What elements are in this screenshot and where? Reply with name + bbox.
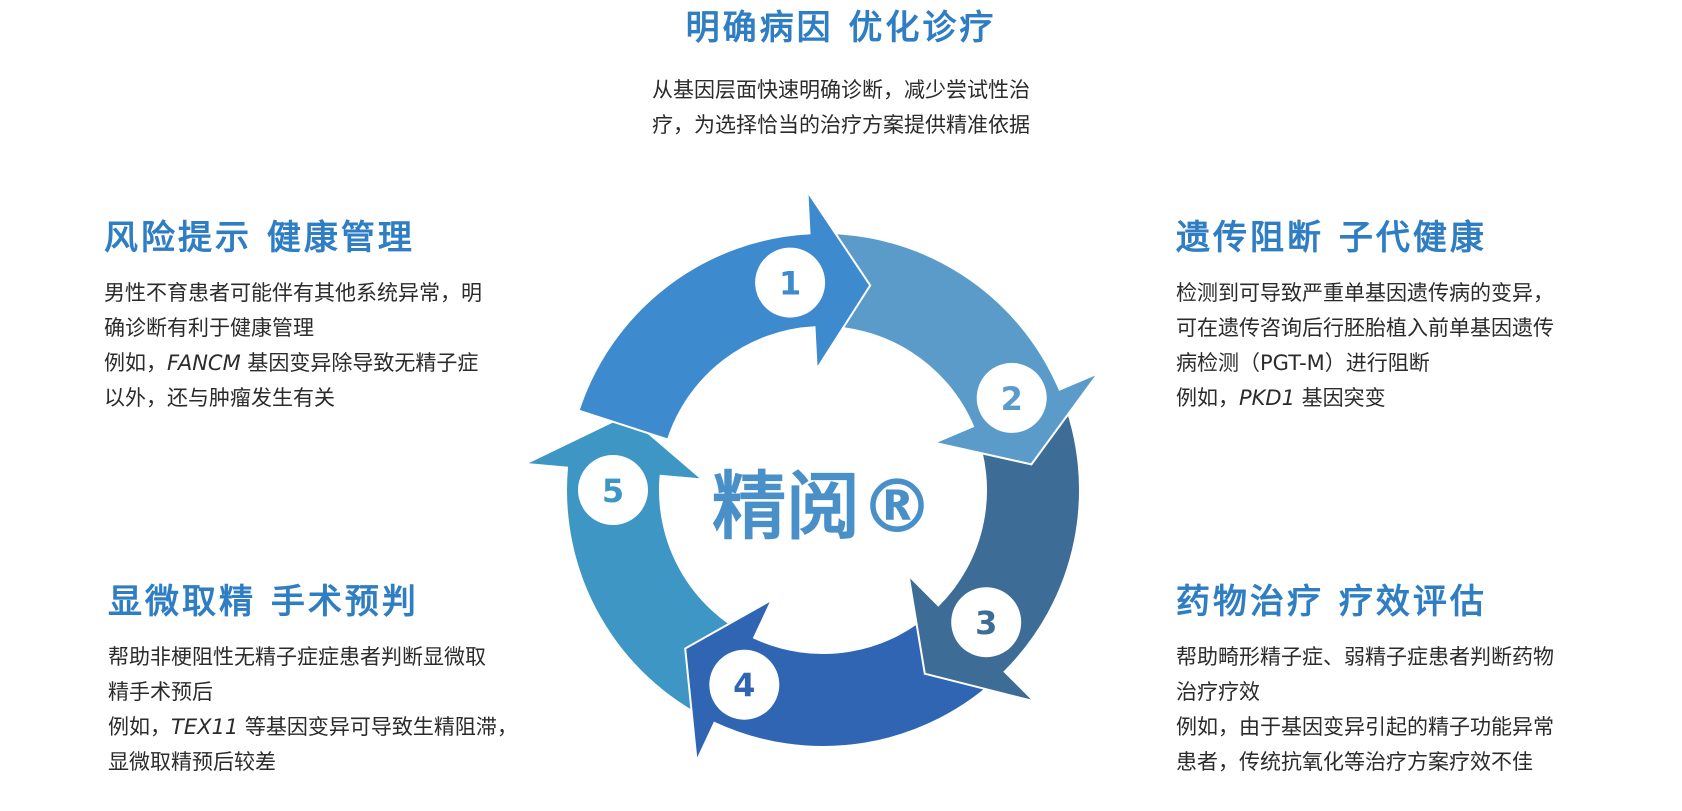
section-heading: 明确病因 优化诊疗	[685, 8, 997, 48]
example-suffix: 基因变异除导致无精子症	[240, 351, 479, 375]
center-brand-label: 精阅®	[712, 464, 934, 550]
body-line: 帮助畸形精子症、弱精子症患者判断药物	[1176, 645, 1554, 669]
step-badge-5: 5	[578, 455, 648, 525]
example-line: 例如，PKD1 基因突变	[1176, 381, 1554, 416]
body-line: 确诊断有利于健康管理	[104, 316, 314, 340]
section-risk-management: 风险提示 健康管理 男性不育患者可能伴有其他系统异常，明 确诊断有利于健康管理 …	[104, 218, 482, 416]
step-badge-2: 2	[976, 362, 1047, 433]
step-badge-3: 3	[951, 587, 1022, 658]
section-body: 帮助非梗阻性无精子症症患者判断显微取 精手术预后 例如，TEX11 等基因变异可…	[108, 640, 518, 780]
body-line: 病检测（PGT-M）进行阻断	[1176, 351, 1430, 375]
step-number: 1	[779, 265, 801, 303]
section-body: 从基因层面快速明确诊断，减少尝试性治 疗，为选择恰当的治疗方案提供精准依据	[0, 73, 1682, 143]
gene-name: TEX11	[171, 715, 239, 739]
body-line: 从基因层面快速明确诊断，减少尝试性治	[652, 78, 1030, 102]
body-line: 例如，由于基因变异引起的精子功能异常	[1176, 715, 1554, 739]
section-heading: 药物治疗 疗效评估	[1176, 582, 1487, 622]
step-badge-circle	[578, 455, 648, 525]
step-number: 3	[975, 604, 997, 642]
step-badge-circle	[709, 649, 780, 720]
step-badge-circle	[951, 587, 1022, 658]
example-suffix: 等基因变异可导致生精阻滞，	[238, 715, 518, 739]
example-prefix: 例如，	[108, 715, 171, 739]
cycle-arrow-1	[577, 187, 872, 441]
section-heading: 遗传阻断 子代健康	[1176, 218, 1487, 258]
gene-name: PKD1	[1239, 386, 1295, 410]
example-line: 例如，FANCM 基因变异除导致无精子症	[104, 346, 482, 381]
body-line: 检测到可导致严重单基因遗传病的变异，	[1176, 281, 1554, 305]
body-line: 可在遗传咨询后行胚胎植入前单基因遗传	[1176, 316, 1554, 340]
section-body: 男性不育患者可能伴有其他系统异常，明 确诊断有利于健康管理 例如，FANCM 基…	[104, 276, 482, 416]
section-heading: 显微取精 手术预判	[108, 582, 419, 622]
gene-name: FANCM	[167, 351, 241, 375]
body-line: 疗，为选择恰当的治疗方案提供精准依据	[652, 113, 1030, 137]
step-number: 4	[733, 667, 755, 705]
body-line: 帮助非梗阻性无精子症症患者判断显微取	[108, 645, 486, 669]
section-drug-treatment: 药物治疗 疗效评估 帮助畸形精子症、弱精子症患者判断药物 治疗疗效 例如，由于基…	[1176, 582, 1554, 780]
step-number: 5	[602, 472, 624, 510]
body-line: 以外，还与肿瘤发生有关	[104, 386, 335, 410]
body-line: 精手术预后	[108, 680, 213, 704]
example-prefix: 例如，	[104, 351, 167, 375]
section-genetic-blocking: 遗传阻断 子代健康 检测到可导致严重单基因遗传病的变异， 可在遗传咨询后行胚胎植…	[1176, 218, 1554, 416]
example-line: 例如，TEX11 等基因变异可导致生精阻滞，	[108, 710, 518, 745]
body-line: 显微取精预后较差	[108, 750, 276, 774]
body-line: 患者，传统抗氧化等治疗方案疗效不佳	[1176, 750, 1533, 774]
section-body: 帮助畸形精子症、弱精子症患者判断药物 治疗疗效 例如，由于基因变异引起的精子功能…	[1176, 640, 1554, 780]
step-badge-circle	[976, 362, 1047, 433]
example-suffix: 基因突变	[1294, 386, 1386, 410]
step-badge-4: 4	[709, 649, 780, 720]
section-surgery-prediction: 显微取精 手术预判 帮助非梗阻性无精子症症患者判断显微取 精手术预后 例如，TE…	[108, 582, 518, 780]
body-line: 男性不育患者可能伴有其他系统异常，明	[104, 281, 482, 305]
body-line: 治疗疗效	[1176, 680, 1260, 704]
section-body: 检测到可导致严重单基因遗传病的变异， 可在遗传咨询后行胚胎植入前单基因遗传 病检…	[1176, 276, 1554, 416]
section-heading: 风险提示 健康管理	[104, 218, 415, 258]
step-badge-circle	[755, 247, 826, 318]
example-prefix: 例如，	[1176, 386, 1239, 410]
step-badge-1: 1	[755, 247, 826, 318]
section-diagnosis: 明确病因 优化诊疗 从基因层面快速明确诊断，减少尝试性治 疗，为选择恰当的治疗方…	[0, 8, 1682, 143]
step-number: 2	[1001, 380, 1023, 418]
